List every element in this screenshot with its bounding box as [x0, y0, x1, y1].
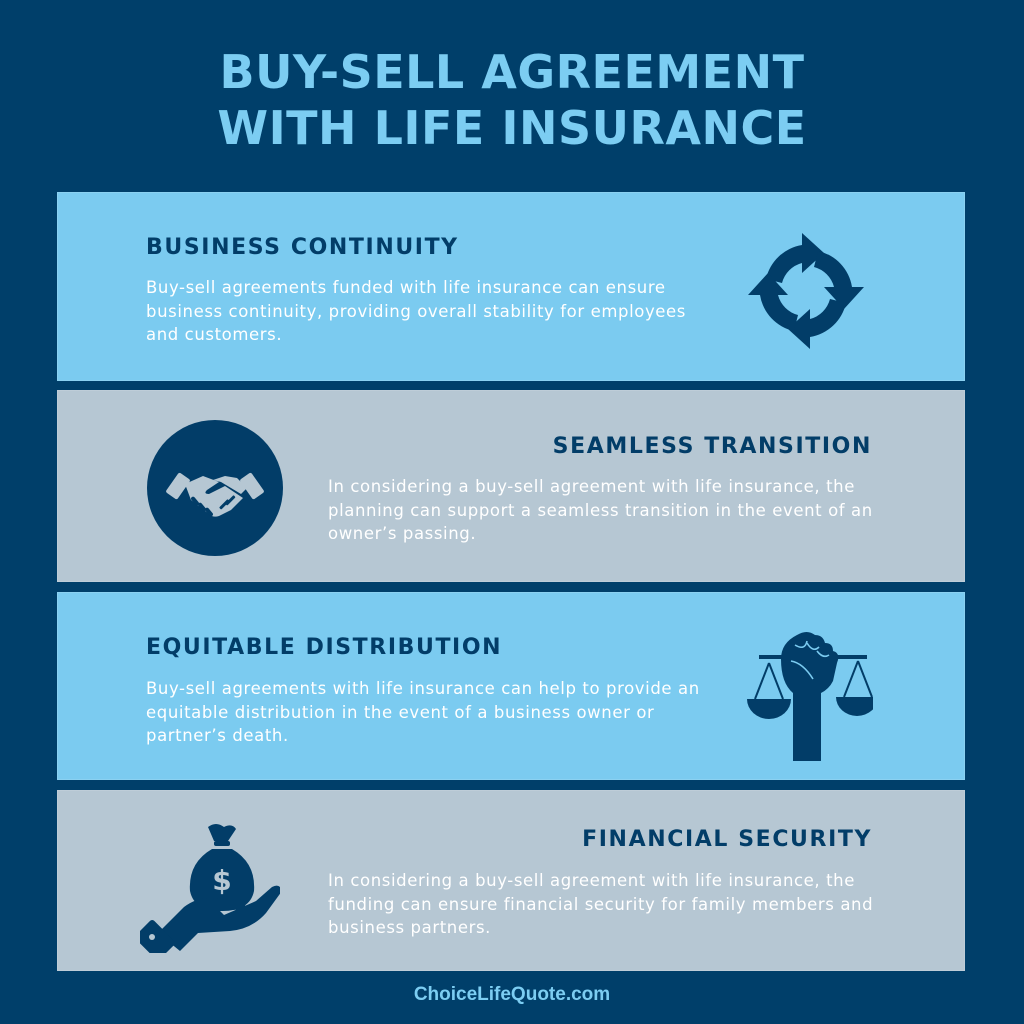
- cycle-arrows-icon: [748, 233, 864, 349]
- section-body: Buy-sell agreements funded with life ins…: [146, 278, 687, 344]
- footer-site-link[interactable]: ChoiceLifeQuote.com: [413, 984, 611, 1005]
- section-financial-security: FINANCIAL SECURITY In considering a buy-…: [57, 790, 965, 971]
- fist-scales-icon: [747, 632, 873, 761]
- section-body: In considering a buy-sell agreement with…: [328, 477, 873, 543]
- section-seamless-transition: SEAMLESS TRANSITION In considering a buy…: [57, 390, 965, 582]
- hand-money-bag-icon: $: [140, 824, 280, 953]
- section-heading: BUSINESS CONTINUITY: [146, 235, 459, 260]
- title-line-1: BUY-SELL AGREEMENT: [219, 45, 805, 99]
- handshake-icon: [147, 420, 283, 556]
- section-heading: FINANCIAL SECURITY: [582, 827, 872, 852]
- section-body: In considering a buy-sell agreement with…: [328, 871, 874, 937]
- section-business-continuity: BUSINESS CONTINUITY Buy-sell agreements …: [57, 192, 965, 381]
- page-title: BUY-SELL AGREEMENT WITH LIFE INSURANCE: [0, 44, 1024, 156]
- title-line-2: WITH LIFE INSURANCE: [217, 101, 807, 155]
- svg-text:$: $: [212, 864, 231, 897]
- section-heading: SEAMLESS TRANSITION: [552, 434, 872, 459]
- section-heading: EQUITABLE DISTRIBUTION: [146, 635, 503, 660]
- section-body: Buy-sell agreements with life insurance …: [146, 679, 700, 745]
- section-equitable-distribution: EQUITABLE DISTRIBUTION Buy-sell agreemen…: [57, 592, 965, 780]
